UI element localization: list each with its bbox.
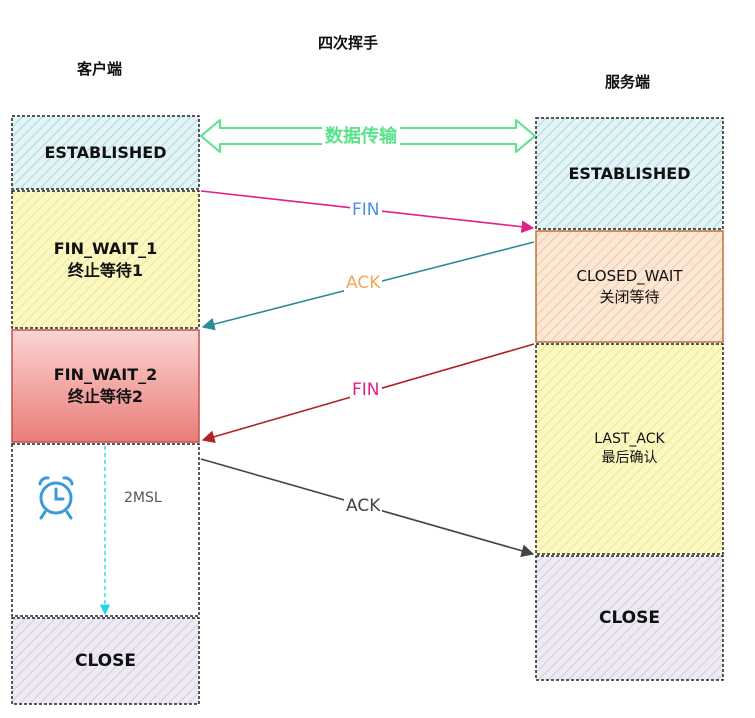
- client-state-fin-wait-1: FIN_WAIT_1 终止等待1: [12, 191, 199, 328]
- server-state-closed-wait-line1: CLOSED_WAIT: [576, 267, 683, 286]
- client-state-fin-wait-1-line1: FIN_WAIT_1: [53, 238, 158, 258]
- diagram-title: 四次挥手: [318, 34, 379, 52]
- client-wait-area: [11, 443, 200, 617]
- server-established-box: [535, 117, 724, 230]
- server-state-close-line1: CLOSE: [598, 607, 660, 628]
- server-state-last-ack-line1: LAST_ACK: [594, 431, 665, 448]
- server-state-close: CLOSE: [536, 556, 723, 680]
- server-state-closed-wait-line2: 关闭等待: [599, 287, 660, 306]
- server-state-last-ack: LAST_ACK 最后确认: [536, 344, 723, 554]
- server-state-closed-wait: CLOSED_WAIT 关闭等待: [536, 231, 723, 342]
- server-state-established: ESTABLISHED: [536, 118, 723, 229]
- client-state-close-line1: CLOSE: [74, 650, 136, 671]
- ack-label-2: ACK: [344, 496, 383, 516]
- client-state-fin-wait-2: FIN_WAIT_2 终止等待2: [12, 330, 199, 442]
- client-state-established: ESTABLISHED: [12, 116, 199, 189]
- ack-label-1: ACK: [344, 273, 383, 293]
- client-established-box: [11, 115, 200, 190]
- fin-label-1: FIN: [350, 200, 382, 220]
- server-label: 服务端: [605, 73, 651, 91]
- server-state-established-line1: ESTABLISHED: [568, 163, 691, 183]
- client-state-fin-wait-1-line2: 终止等待1: [67, 260, 144, 280]
- client-state-close: CLOSE: [12, 618, 199, 704]
- server-state-last-ack-line2: 最后确认: [601, 450, 658, 466]
- client-close-box: [11, 617, 200, 705]
- client-fin-wait-2-box: [11, 329, 200, 443]
- server-closed-wait-box: [535, 230, 724, 343]
- client-state-established-line1: ESTABLISHED: [44, 142, 167, 162]
- transfer-label: 数据传输: [322, 122, 400, 148]
- client-state-fin-wait-2-line1: FIN_WAIT_2: [53, 365, 158, 385]
- client-label: 客户端: [77, 60, 123, 78]
- server-last-ack-box: [535, 343, 724, 555]
- alarm-clock-icon: [38, 476, 74, 520]
- timer-label: 2MSL: [124, 490, 162, 506]
- client-fin-wait-1-box: [11, 190, 200, 329]
- server-close-box: [535, 555, 724, 681]
- fin-label-2: FIN: [350, 380, 382, 400]
- client-state-fin-wait-2-line2: 终止等待2: [67, 387, 144, 406]
